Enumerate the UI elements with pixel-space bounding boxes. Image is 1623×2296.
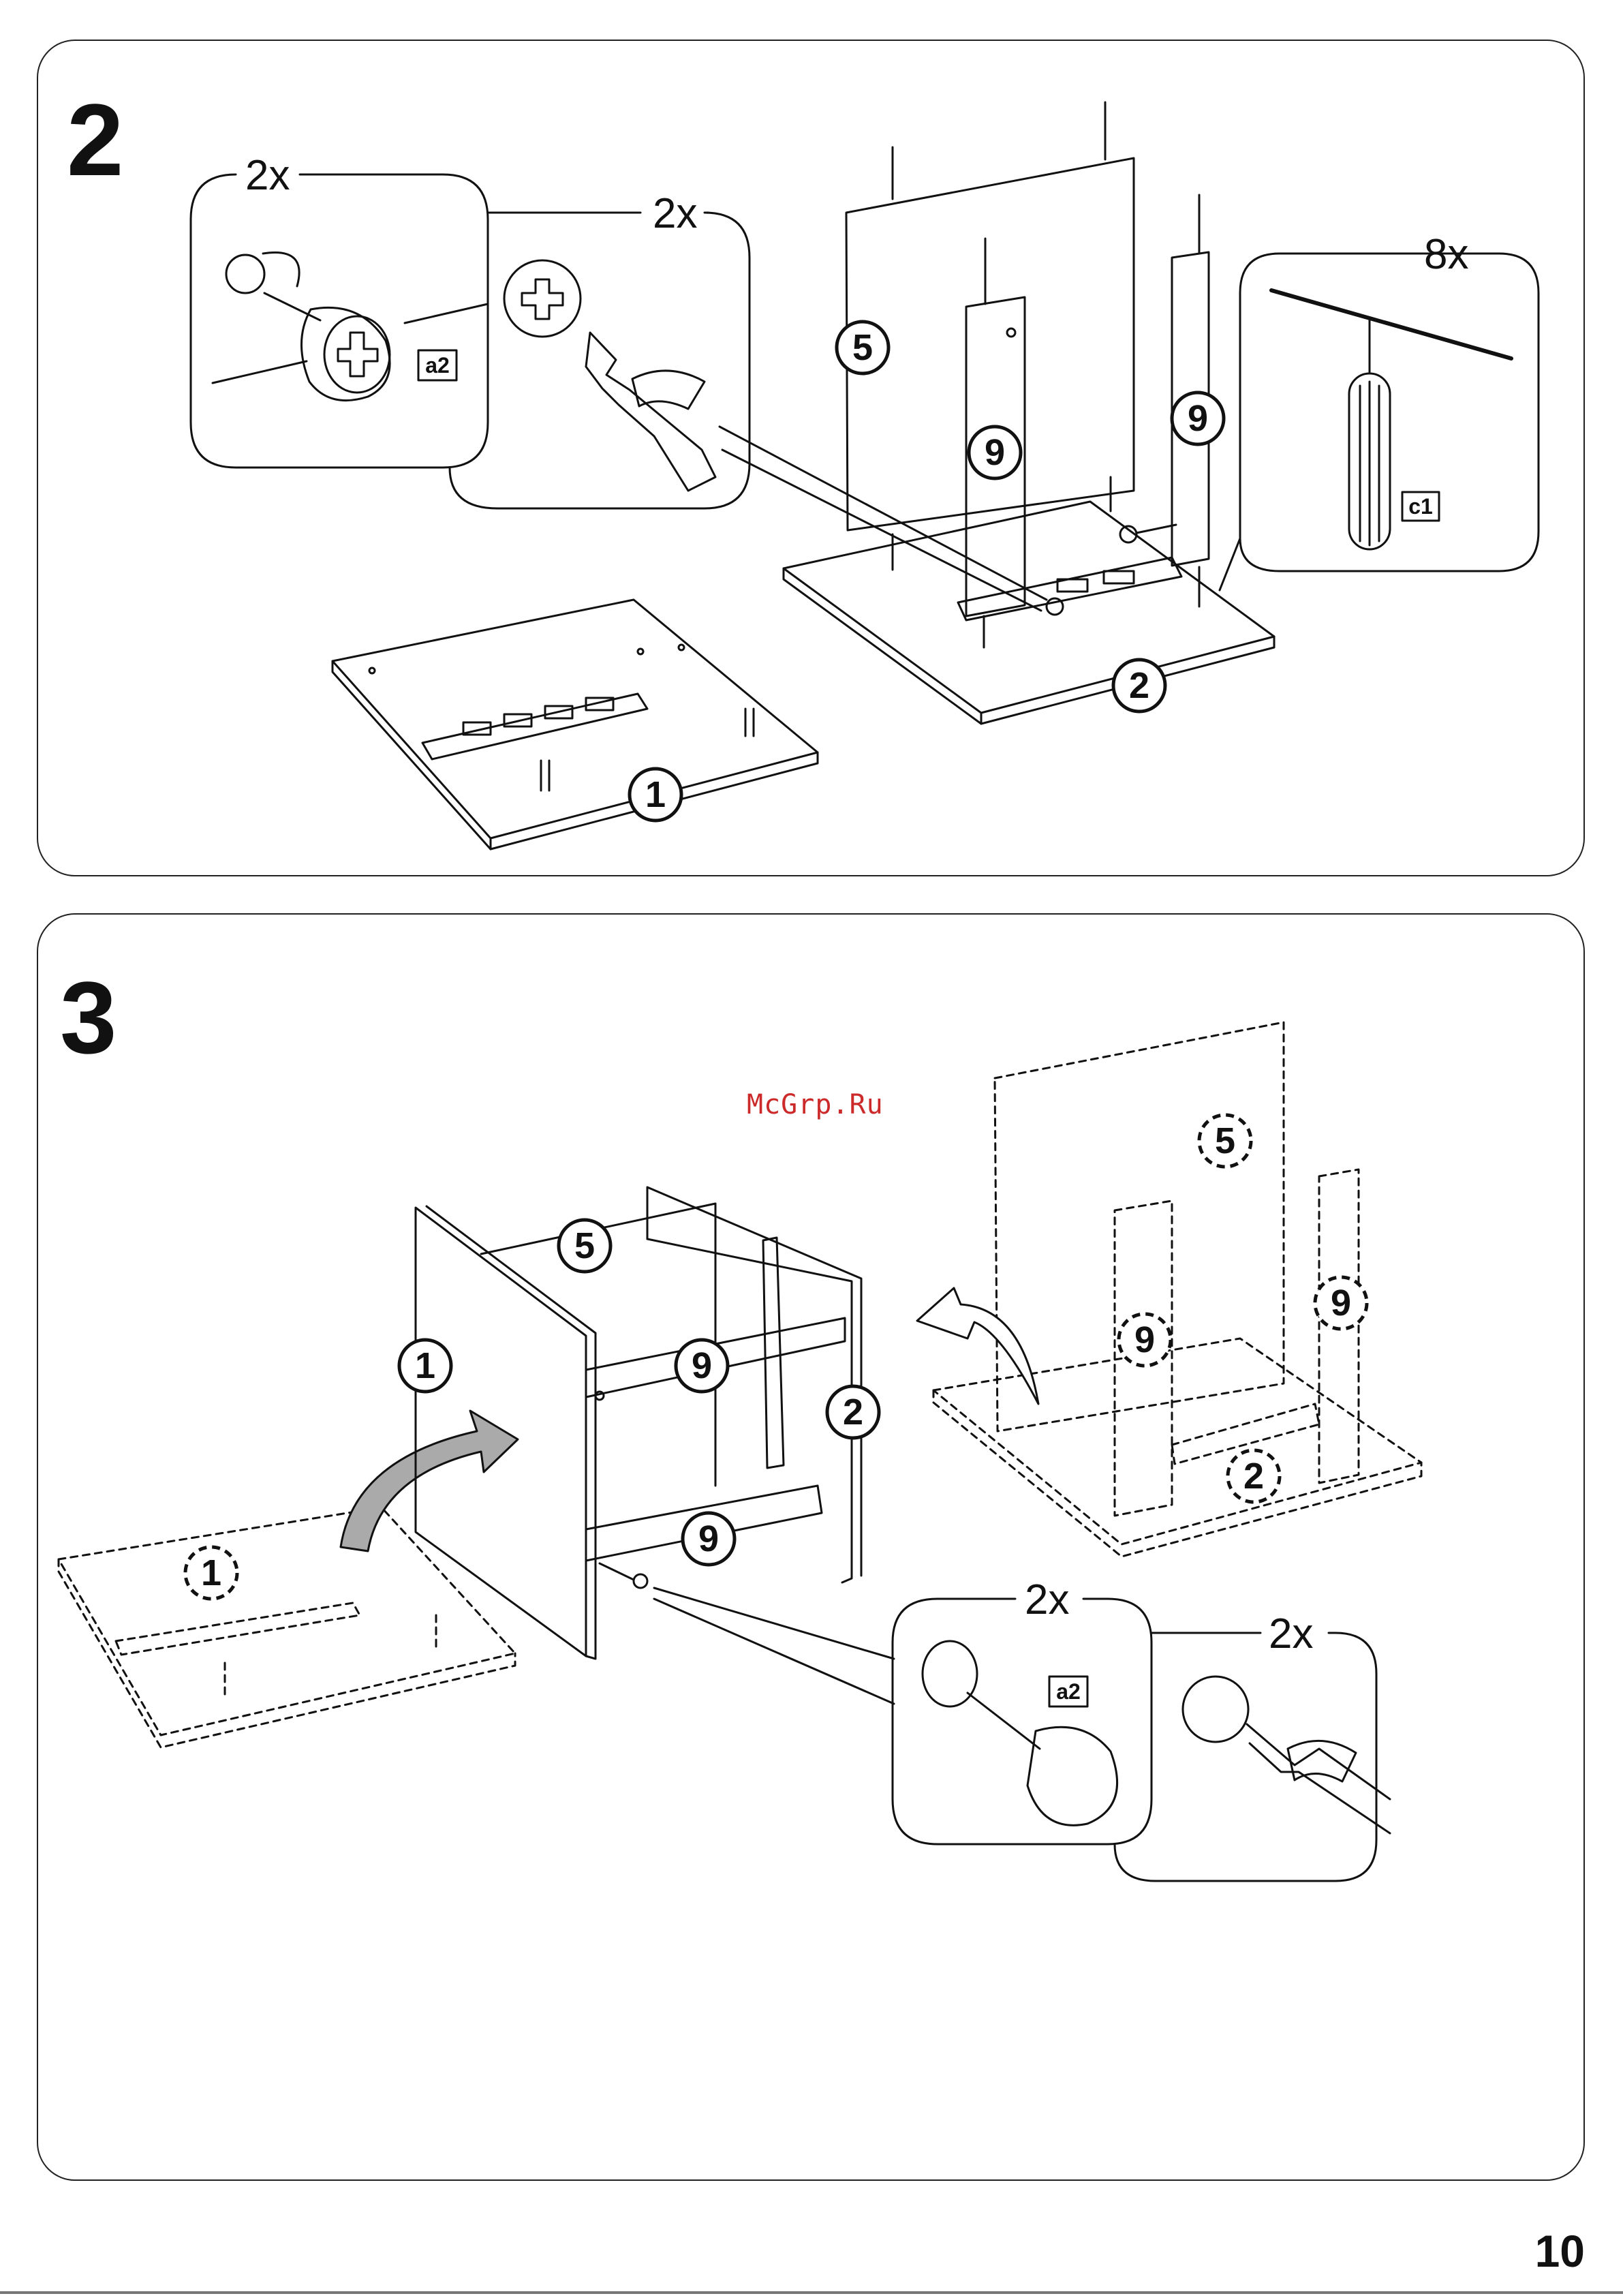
ghost-label-1: 1 [201,1552,221,1593]
ghost-label-2: 2 [1243,1456,1264,1497]
ghost-label-9-b: 9 [1331,1283,1351,1323]
hardware-tag-a2: a2 [425,353,450,378]
part-label-9-right: 9 [1188,398,1208,439]
rotate-arrow-icon [341,1411,518,1551]
part-5-back [846,102,1134,570]
part-label-2-side: 2 [843,1392,863,1433]
part-label-1: 1 [645,774,666,815]
step-2-qty-c: 8x [1424,231,1468,278]
flip-arrow-icon [917,1288,1038,1404]
part-label-5-back: 5 [574,1225,595,1266]
part-label-9-front: 9 [985,432,1005,473]
part-label-1-side: 1 [415,1345,435,1386]
part-2-base [784,502,1274,724]
part-label-2: 2 [1129,665,1149,706]
part-label-9-rail-bottom: 9 [698,1518,719,1559]
ghost-part-1 [59,1507,515,1747]
callout-cam-lock-3 [893,1599,1151,1844]
ghost-label-9-a: 9 [1134,1319,1155,1360]
part-label-9-rail-top: 9 [692,1345,712,1386]
step-3-qty-a: 2x [1025,1576,1069,1623]
callout-cam-lock [191,174,488,468]
screwdriver-icon [504,260,715,491]
step-2-qty-a: 2x [245,152,290,199]
part-label-5: 5 [852,327,873,368]
cam-lock-icon [213,253,488,401]
hardware-tag-a2-step3: a2 [1056,1679,1081,1704]
callout-screwdriver [450,213,749,508]
step-3-qty-b: 2x [1269,1610,1313,1657]
part-1-board [333,600,818,849]
step-2-qty-b: 2x [653,190,697,237]
callout-dowel [1220,254,1539,590]
ghost-label-5: 5 [1215,1120,1235,1161]
hardware-tag-c1: c1 [1408,494,1433,519]
callout-screwdriver-3 [1115,1633,1390,1881]
dowel-icon [1349,373,1390,549]
